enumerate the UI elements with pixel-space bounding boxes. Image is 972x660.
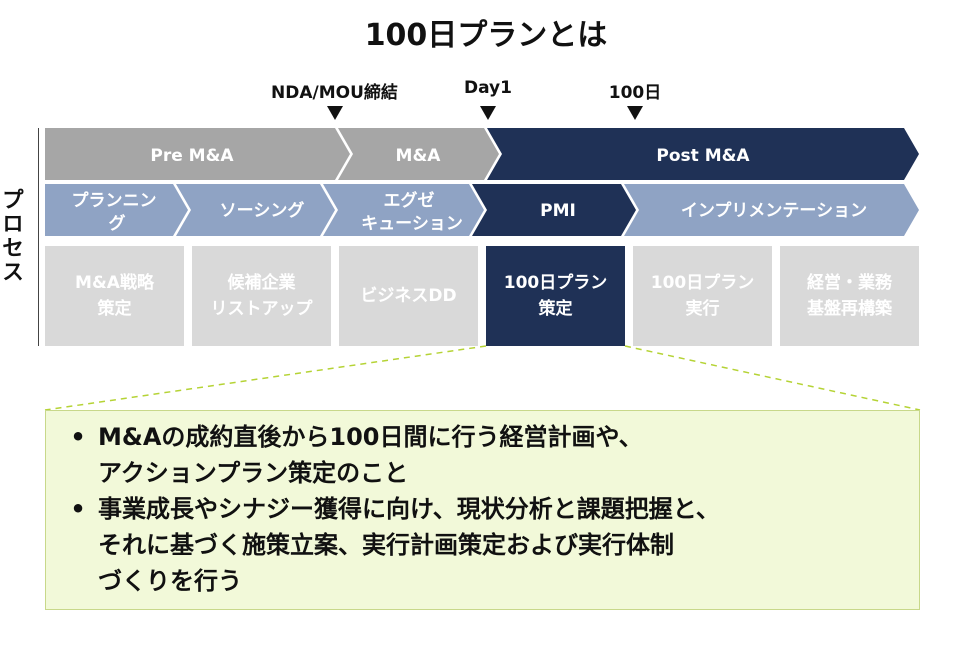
step-label-planning: プランニン グ	[72, 190, 163, 234]
task-label: 候補企業 リストアップ	[210, 273, 313, 319]
milestone-day1-label: Day1	[464, 78, 512, 98]
milestone-100day-label: 100日	[608, 83, 662, 103]
milestone-nda-label: NDA/MOU締結	[271, 83, 398, 103]
step-label-execution-line1: エグゼ	[384, 190, 435, 211]
step-chevron-pmi	[472, 184, 636, 236]
phase-label-pre-ma: Pre M&A	[150, 146, 234, 166]
phase-chevron-pre-ma	[45, 128, 350, 180]
process-axis-line	[38, 128, 39, 346]
step-label-pmi: PMI	[540, 201, 576, 221]
bullet-marker: •	[70, 423, 86, 451]
phase-label-ma: M&A	[396, 146, 442, 166]
phase-label-post-ma: Post M&A	[656, 146, 750, 166]
step-label-execution-line2: キューション	[361, 214, 463, 234]
step-label-execution: エグゼ キューション	[361, 190, 463, 234]
bullet-text: 事業成長やシナジー獲得に向け、現状分析と課題把握と、 それに基づく施策立案、実行…	[98, 495, 720, 595]
bullet-item: • 事業成長やシナジー獲得に向け、現状分析と課題把握と、 それに基づく施策立案、…	[58, 491, 909, 599]
definition-callout: • M&Aの成約直後から100日間に行う経営計画や、 アクションプラン策定のこと…	[45, 410, 920, 610]
step-chevron-execution	[323, 184, 484, 236]
milestone-day1-marker	[480, 106, 496, 120]
callout-connector-left	[44, 345, 487, 411]
task-label: 100日プラン 策定	[503, 273, 608, 319]
task-box-rebuild: 経営・業務 基盤再構築	[780, 246, 919, 346]
process-chevrons: Pre M&A M&A Post M&A プランニン グ ソーシング エグゼ キ…	[45, 128, 919, 236]
step-label-planning-line2: グ	[109, 213, 126, 234]
bullet-text: M&Aの成約直後から100日間に行う経営計画や、 アクションプラン策定のこと	[98, 423, 643, 487]
task-box-100day-execution: 100日プラン 実行	[633, 246, 772, 346]
step-chevron-implementation	[624, 184, 919, 236]
task-label: 経営・業務 基盤再構築	[807, 273, 892, 319]
task-box-ma-strategy: M&A戦略 策定	[45, 246, 184, 346]
task-label: ビジネスDD	[360, 286, 457, 306]
bullet-item: • M&Aの成約直後から100日間に行う経営計画や、 アクションプラン策定のこと	[58, 419, 909, 491]
step-chevron-sourcing	[176, 184, 335, 236]
step-chevron-planning	[45, 184, 188, 236]
phase-chevron-ma	[338, 128, 499, 180]
step-label-sourcing: ソーシング	[220, 200, 305, 221]
process-axis-label: プロセス	[0, 188, 23, 284]
task-label: 100日プラン 実行	[650, 273, 755, 319]
callout-connector-right	[624, 345, 921, 411]
task-box-candidate-list: 候補企業 リストアップ	[192, 246, 331, 346]
task-box-100day-plan: 100日プラン 策定	[486, 246, 625, 346]
step-label-planning-line1: プランニン	[72, 190, 157, 211]
page-title: 100日プランとは	[364, 18, 608, 53]
task-box-business-dd: ビジネスDD	[339, 246, 478, 346]
task-label: M&A戦略 策定	[75, 273, 154, 319]
step-label-implementation: インプリメンテーション	[681, 200, 867, 221]
milestone-nda-marker	[327, 106, 343, 120]
milestone-100day-marker	[627, 106, 643, 120]
phase-chevron-post-ma	[487, 128, 919, 180]
bullet-marker: •	[70, 495, 86, 523]
